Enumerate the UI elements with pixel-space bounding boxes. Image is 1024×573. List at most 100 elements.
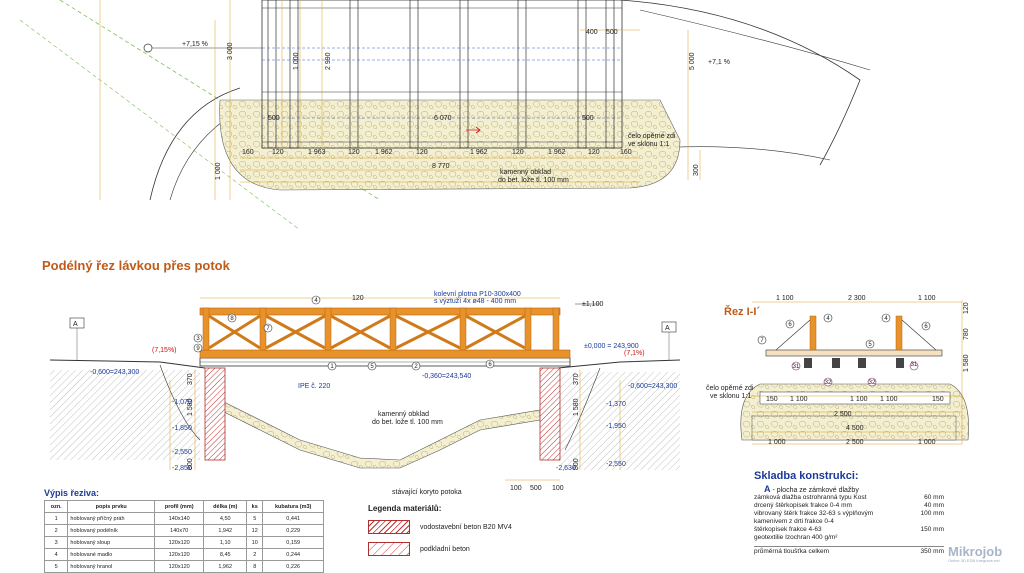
plan-dim-bottom: 1 962 — [375, 149, 393, 156]
table-cell: 3 — [43, 536, 69, 549]
slope-left: (7,15%) — [152, 347, 177, 354]
skladba-a-desc: - plocha ze zámkové dlažby — [772, 487, 859, 494]
section-vert-dim: 800 — [187, 458, 194, 470]
plan-dim-bottom: 120 — [272, 149, 284, 156]
skladba-a: A - plocha ze zámkové dlažby — [764, 484, 859, 494]
plan-stone-note-2: do bet. lože tl. 100 mm — [498, 177, 569, 184]
table-header-row: ozn. popis prvku profil (mm) délka (m) k… — [43, 500, 324, 513]
watermark-subtext: Online 3D EDB Integrace.net — [948, 558, 1000, 563]
cross-marker: 4 — [884, 316, 888, 322]
table-cell: hoblovaný příčný práh — [67, 512, 155, 525]
skladba-layer: kamenivem z drti frakce 0-4 — [754, 518, 834, 525]
table-cell: 1 — [43, 512, 69, 525]
section-marker-a: A — [665, 325, 670, 332]
table-cell: hoblovaný sloup — [67, 536, 155, 549]
skladba-row: geotextilie Izochran 400 g/m² — [754, 534, 944, 541]
legend-item: vodostavební beton B20 MV4 — [368, 520, 512, 534]
section-dim-left: -2,550 — [172, 449, 192, 456]
plan-dim-bottom: 120 — [348, 149, 360, 156]
section-dim-bottom: 100 — [552, 485, 564, 492]
legend-title: Legenda materiálů: — [368, 504, 442, 513]
channel-note: stávající koryto potoka — [392, 489, 462, 496]
col-header: popis prvku — [67, 500, 155, 513]
item-marker: 8 — [230, 316, 234, 322]
skladba-layer: geotextilie Izochran 400 g/m² — [754, 534, 838, 541]
table-row: 2 hoblovaný podélník 140x70 1,942 12 0,2… — [43, 524, 324, 537]
table-cell: 4 — [43, 548, 69, 561]
cross-marker: 7 — [760, 338, 764, 344]
plan-dim-bottom: 160 — [242, 149, 254, 156]
cross-bottom-dim: 1 000 — [768, 439, 786, 446]
section-dim-right: -1,950 — [606, 423, 626, 430]
slope-right: (7,1%) — [624, 350, 645, 357]
table-cell: 1,962 — [203, 560, 248, 573]
section-vert-dim: 370 — [187, 373, 194, 385]
section-dim-bottom: 100 — [510, 485, 522, 492]
cross-mid-dim: 150 — [766, 396, 778, 403]
plan-slope-right: +7,1 % — [708, 59, 730, 66]
table-cell: 5 — [246, 512, 264, 525]
cross-mid-dim: 1 100 — [850, 396, 868, 403]
table-cell: 4,50 — [203, 512, 248, 525]
table-cell: 140x140 — [153, 512, 205, 525]
section-dim-bottom: 500 — [530, 485, 542, 492]
plan-pier-spacing: 500 — [582, 115, 594, 122]
skladba-layer: vibrovaný štěrk frakce 32-63 s výplňovým — [754, 510, 874, 517]
table-cell: 0,229 — [262, 524, 324, 537]
item-marker: 5 — [370, 364, 374, 370]
section-dim-left: -2,850 — [172, 465, 192, 472]
skladba-row: vibrovaný štěrk frakce 32-63 s výplňovým… — [754, 510, 944, 517]
plan-dim-bottom: 120 — [416, 149, 428, 156]
cross-marker: 5 — [868, 342, 872, 348]
plan-left-dim: 1 000 — [215, 162, 222, 180]
item-marker: 7 — [266, 326, 270, 332]
section-ii-title: Řez I-I´ — [724, 306, 761, 318]
plan-slope-left: +7,15 % — [182, 41, 208, 48]
skladba-row: drcený štěrkopísek frakce 0-4 mm 40 mm — [754, 502, 944, 509]
cross-bottom-dim: 4 500 — [846, 425, 864, 432]
plan-view: +7,15 % +7,1 % 160 120 1 963 120 1 962 1… — [19, 0, 871, 231]
section-vert-dim: 800 — [573, 458, 580, 470]
legend-item: podkladní beton — [368, 542, 470, 556]
longitudinal-section: A A ±1,100 ±0,000 = 243,900 -0,600=243,3… — [49, 291, 681, 496]
stone-note-1: kamenný obklad — [378, 411, 429, 418]
cross-side-dim: 1 580 — [963, 354, 970, 372]
cross-label: 32 — [825, 380, 832, 386]
skladba-row: zámková dlažba ostrohranná typu Kost 60 … — [754, 494, 944, 501]
table-row: 5 hoblovaný hranol 120x120 1,962 8 0,226 — [43, 560, 324, 573]
table-cell: 1,942 — [203, 524, 248, 537]
skladba-row: štěrkopísek frakce 4-63 150 mm — [754, 526, 944, 533]
plan-stone-note-1: kamenný obklad — [500, 169, 551, 176]
table-cell: 12 — [246, 524, 264, 537]
watermark-logo: Mikrojob — [948, 544, 1003, 559]
item-marker: 6 — [488, 362, 492, 368]
skladba-thickness: 60 mm — [924, 494, 944, 501]
cross-label: 32 — [869, 380, 876, 386]
plan-dim-bottom: 160 — [620, 149, 632, 156]
table-cell: 8 — [246, 560, 264, 573]
skladba-a-letter: A — [764, 484, 771, 494]
skladba-thickness: 150 mm — [920, 526, 944, 533]
item-marker: 3 — [196, 336, 200, 342]
plan-dim-bottom: 120 — [588, 149, 600, 156]
cross-wall-note-2: ve sklonu 1:1 — [710, 393, 751, 400]
table-cell: 120x120 — [153, 560, 205, 573]
cross-side-dim: 120 — [963, 302, 970, 314]
cross-mid-dim: 150 — [932, 396, 944, 403]
table-cell: 140x70 — [153, 524, 205, 537]
plan-dim-bottom: 120 — [512, 149, 524, 156]
table-cell: 2 — [43, 524, 69, 537]
plan-left-dim: 3 000 — [227, 42, 234, 60]
cross-label: 31 — [911, 362, 918, 368]
item-marker: 9 — [196, 346, 200, 352]
plan-wall-note-1: čelo opěrné zdi — [628, 133, 676, 140]
legend-swatch-concrete — [368, 520, 410, 534]
legend-label: podkladní beton — [420, 545, 470, 553]
legend-label: vodostavební beton B20 MV4 — [420, 523, 512, 531]
plan-misc-dim: 2 990 — [325, 52, 332, 70]
table-cell: 0,159 — [262, 536, 324, 549]
col-header: ks — [246, 500, 264, 513]
table-cell: hoblované madlo — [67, 548, 155, 561]
skladba-layer: drcený štěrkopísek frakce 0-4 mm — [754, 502, 852, 509]
